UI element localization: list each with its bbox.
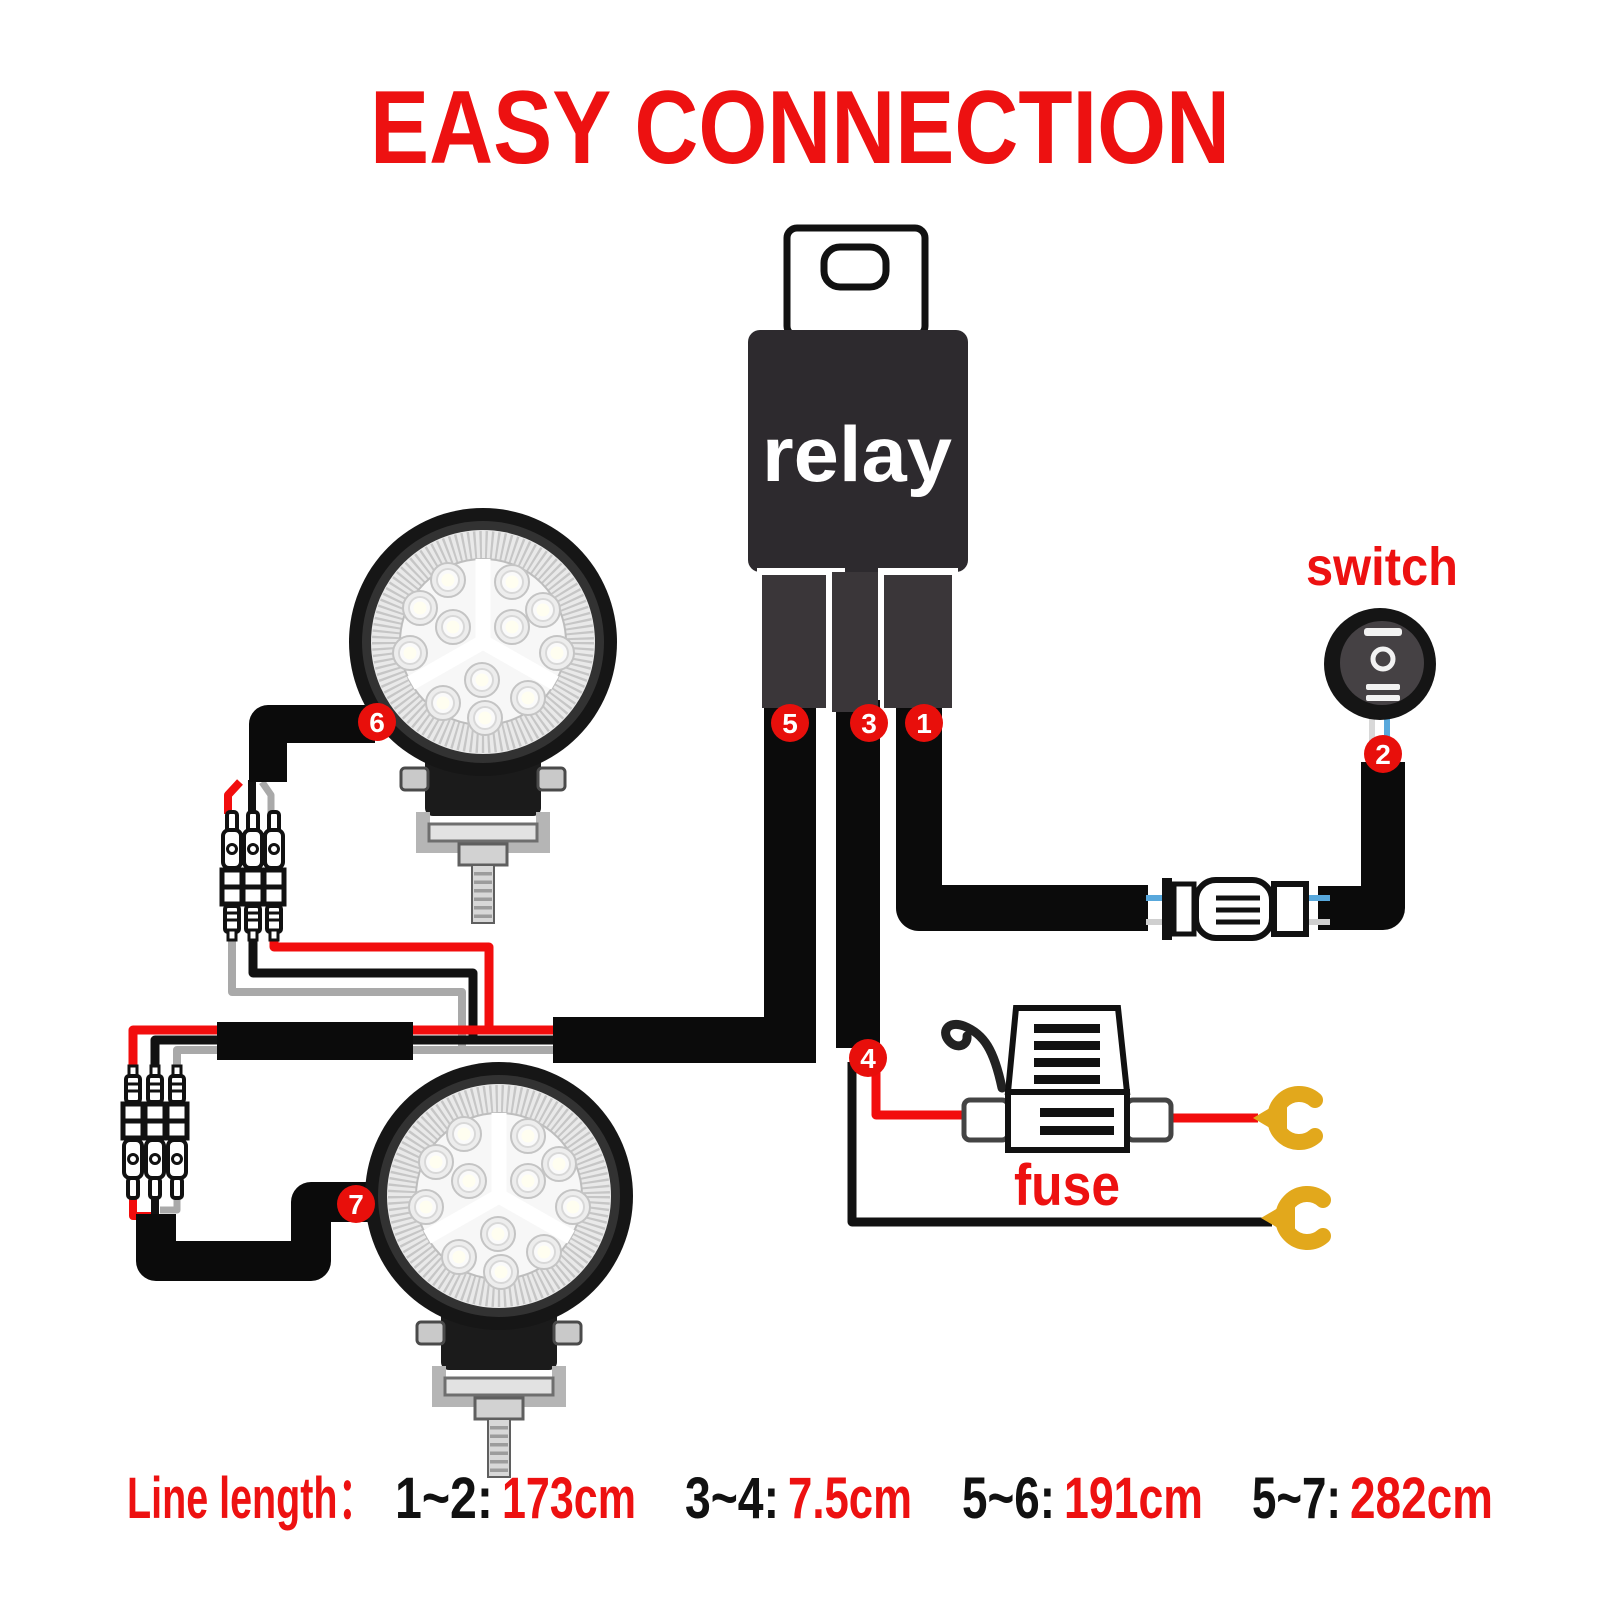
legend-pair-3-4: 3~4: [685,1466,779,1531]
legend-pair-5-6: 5~6: [962,1466,1055,1531]
bullet-connector-set-upper [219,810,287,942]
legend-value-3-4: 7.5cm [788,1466,912,1531]
inline-connector-icon [1146,877,1330,941]
badge-1: 1 [905,704,943,742]
fuse-positive-wire [871,1062,964,1120]
svg-text:4: 4 [860,1043,876,1074]
legend-pair-5-7: 5~7: [1252,1466,1341,1531]
badge-6: 6 [358,703,396,741]
svg-text:5: 5 [782,708,798,739]
wire-1 [896,700,1148,931]
svg-text:6: 6 [369,707,385,738]
rocker-switch-icon[interactable] [1324,608,1436,720]
svg-text:3: 3 [861,708,877,739]
badge-5: 5 [771,704,809,742]
light6-cable [249,705,375,782]
page-title: EASY CONNECTION [370,70,1230,186]
harness-sheath-left [217,1022,413,1060]
badge-3: 3 [850,704,888,742]
light7-cable [136,1182,368,1281]
harness-sheath-right [553,1017,816,1063]
badge-4: 4 [849,1039,887,1077]
fuse-label: fuse [1014,1153,1120,1218]
legend-pair-1-2: 1~2: [395,1466,493,1531]
switch-label: switch [1306,537,1458,597]
wire-2 [1318,762,1405,930]
badge-7: 7 [337,1185,375,1223]
legend-label: Line length： [127,1466,377,1531]
legend-value-5-6: 191cm [1064,1466,1203,1531]
relay-label: relay [762,410,952,498]
legend-value-5-7: 282cm [1350,1466,1493,1531]
svg-text:1: 1 [916,708,932,739]
harness-thin-wires [128,710,1390,1228]
spade-terminal-icon [1253,1086,1323,1150]
led-worklight-icon [365,1062,633,1477]
badge-2: 2 [1364,735,1402,773]
fuse-holder-icon [941,1005,1174,1153]
relay-box-icon: relay [748,224,968,712]
harness-thick-wires [136,700,1405,1281]
connection-badges: 1 2 3 4 5 6 7 [337,703,1402,1223]
bullet-connector-icon [219,810,287,942]
legend-value-1-2: 173cm [502,1466,636,1531]
line-length-legend: Line length： 1~2: 173cm 3~4: 7.5cm 5~6: … [127,1466,1493,1531]
bullet-connector-set-lower [120,1064,190,1200]
svg-text:2: 2 [1375,739,1391,770]
spade-terminal-icon [1261,1186,1331,1250]
bullet-connector-icon [120,1064,190,1200]
ground-wire [847,1062,1272,1227]
svg-text:7: 7 [348,1189,364,1220]
